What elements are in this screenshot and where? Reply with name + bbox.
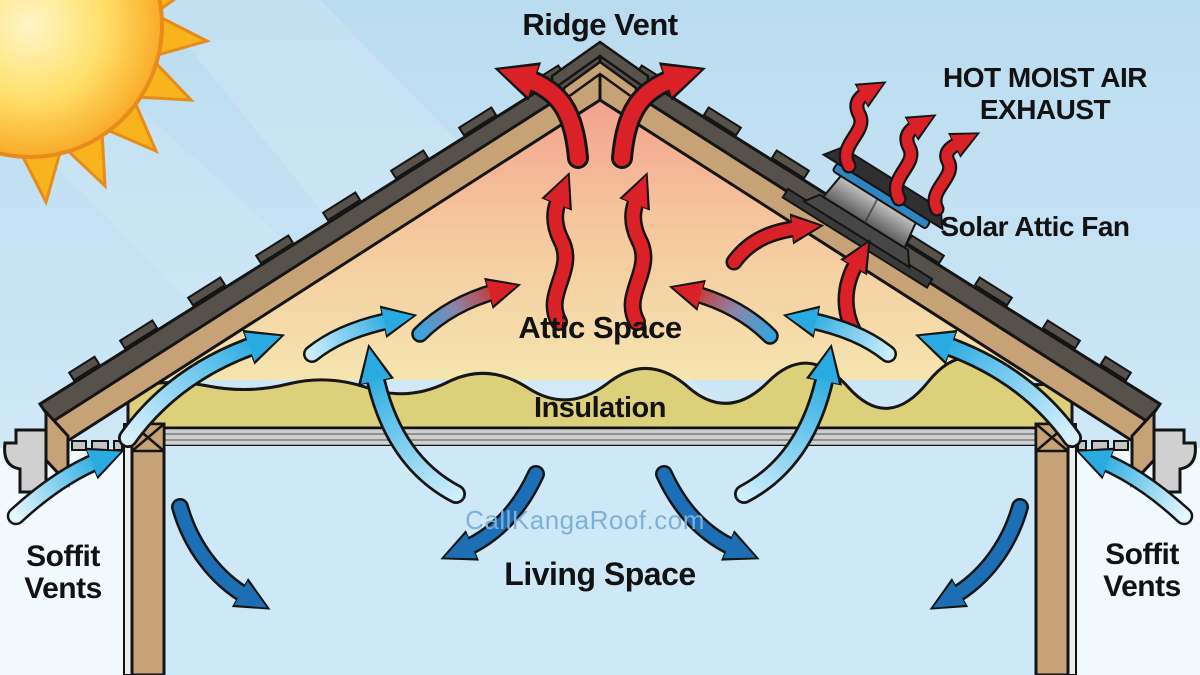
exhaust-line-1: HOT MOIST AIR	[942, 62, 1148, 93]
watermark: CallKangaRoof.com	[465, 505, 705, 535]
living-down-arrow-center-left	[444, 467, 543, 559]
living-down-arrow-center-right	[657, 467, 756, 559]
ridge-exhaust-arrow-right	[614, 65, 702, 166]
eave-left	[3, 408, 123, 494]
insulation-label: Insulation	[534, 392, 666, 424]
living-down-arrow-far-right	[933, 500, 1027, 608]
soffit-inflow-swoosh-left	[120, 332, 281, 446]
ridge-vent-cap	[550, 40, 650, 103]
soffit-entry-arrow-left	[9, 450, 121, 523]
living-space-label: Living Space	[504, 556, 696, 592]
arrows	[6, 62, 1194, 610]
soffit-vent-dashes-left	[71, 440, 123, 451]
warming-arrow-right	[672, 282, 777, 343]
soffit-vent-dashes-right	[1077, 440, 1129, 451]
exhaust-wavy-arrow-1	[841, 83, 884, 172]
attic-rising-arrow-left	[544, 175, 572, 329]
soffit-inflow-swoosh-right	[919, 332, 1080, 446]
living-air-arrows	[171, 465, 1029, 610]
ridge-exhaust-arrow-left	[498, 65, 586, 166]
slope-flow-arrow-right	[786, 308, 895, 361]
exhaust-wavy-arrow-3	[929, 134, 977, 215]
slope-flow-arrow-left	[305, 308, 414, 361]
warming-arrow-left	[413, 280, 518, 341]
sun-icon	[0, 0, 212, 207]
wall-left	[123, 422, 166, 675]
warming-air-arrows	[411, 277, 779, 345]
hot-air-arrows	[494, 62, 981, 341]
ridge-vent-label: Ridge Vent	[522, 7, 678, 42]
living-down-arrow-far-left	[173, 500, 267, 608]
exhaust-line-2: EXHAUST	[979, 94, 1111, 126]
living-space-area	[162, 446, 1038, 675]
wall-right	[1034, 422, 1077, 675]
ceiling-rise-arrow-left	[360, 348, 464, 502]
cool-air-arrows	[6, 305, 1194, 526]
gutter-right	[1152, 428, 1197, 494]
exhaust-wavy-arrow-2	[891, 116, 934, 205]
ceiling-rise-arrow-right	[736, 348, 840, 502]
soffit-entry-arrow-right	[1079, 450, 1191, 523]
gutter-left	[3, 428, 48, 494]
attic-space-label: Attic Space	[518, 310, 682, 345]
ceiling	[160, 426, 1040, 448]
solar-attic-fan-label: Solar Attic Fan	[940, 211, 1130, 242]
fan-intake-arrow-left	[728, 216, 820, 268]
attic-rising-arrow-right	[622, 175, 650, 329]
